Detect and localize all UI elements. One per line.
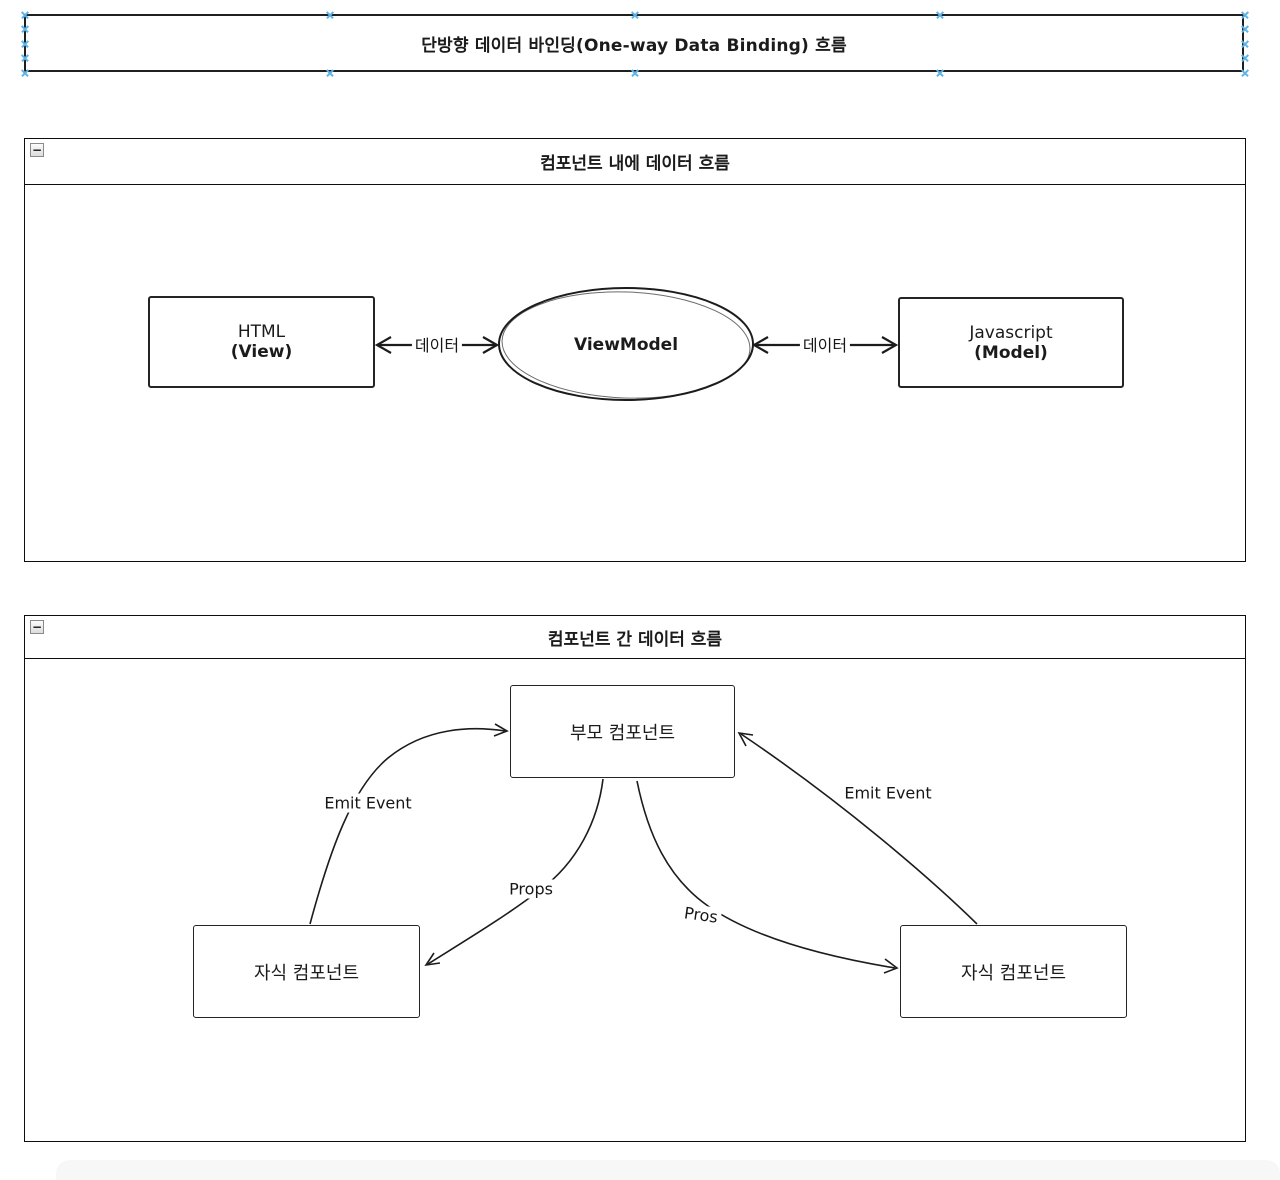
connection-point-icon[interactable] (935, 10, 944, 19)
connection-point-icon[interactable] (1240, 53, 1249, 62)
connection-point-icon[interactable] (325, 10, 334, 19)
diagram-title: 단방향 데이터 바인딩(One-way Data Binding) 흐름 (421, 35, 847, 56)
connection-point-icon[interactable] (630, 10, 639, 19)
node-parent-component[interactable]: 부모 컴포넌트 (510, 685, 735, 778)
edge-emit-right[interactable] (737, 731, 978, 925)
connection-point-icon[interactable] (1240, 68, 1249, 77)
node-child-right-label: 자식 컴포넌트 (960, 962, 1067, 984)
connection-point-icon[interactable] (20, 53, 29, 62)
connection-point-icon[interactable] (20, 24, 29, 33)
collapse-icon[interactable]: − (30, 620, 44, 634)
node-html-view-line1: HTML (237, 322, 286, 342)
edge-label-emit-left: Emit Event (321, 793, 415, 813)
node-js-model-line1: Javascript (969, 322, 1053, 343)
container-inner-flow-title: 컴포넌트 내에 데이터 흐름 (540, 154, 730, 174)
node-js-model[interactable]: Javascript (Model) (898, 297, 1124, 388)
edge-label-data-left: 데이터 (411, 332, 463, 356)
node-child-component-left[interactable]: 자식 컴포넌트 (193, 925, 420, 1018)
connection-point-icon[interactable] (20, 10, 29, 19)
node-html-view-line2: (View) (230, 342, 293, 362)
collapse-minus-glyph: − (31, 620, 43, 634)
connection-point-icon[interactable] (630, 68, 639, 77)
node-js-model-line2: (Model) (974, 342, 1048, 363)
edge-label-props-left: Props (506, 879, 556, 899)
node-child-left-label: 자식 컴포넌트 (253, 962, 360, 984)
collapse-icon[interactable]: − (30, 143, 44, 157)
viewmodel-ellipse[interactable] (498, 287, 754, 403)
container-between-flow-header[interactable]: − 컴포넌트 간 데이터 흐름 (25, 616, 1245, 659)
connection-point-icon[interactable] (1240, 39, 1249, 48)
edge-props-right[interactable] (636, 780, 899, 974)
edge-emit-left[interactable] (309, 723, 509, 925)
edge-label-emit-right: Emit Event (841, 783, 935, 803)
node-viewmodel-label: ViewModel (573, 335, 679, 355)
node-html-view[interactable]: HTML (View) (148, 296, 375, 388)
node-parent-label: 부모 컴포넌트 (569, 722, 676, 744)
connection-point-icon[interactable] (935, 68, 944, 77)
edge-label-data-right: 데이터 (799, 332, 851, 356)
edge-props-left[interactable] (424, 778, 604, 967)
connection-point-icon[interactable] (20, 68, 29, 77)
node-child-component-right[interactable]: 자식 컴포넌트 (900, 925, 1127, 1018)
connection-point-icon[interactable] (325, 68, 334, 77)
connection-point-icon[interactable] (1240, 10, 1249, 19)
connection-point-icon[interactable] (1240, 24, 1249, 33)
connection-point-icon[interactable] (20, 39, 29, 48)
container-inner-flow-header[interactable]: − 컴포넌트 내에 데이터 흐름 (25, 139, 1245, 185)
collapse-minus-glyph: − (31, 143, 43, 157)
container-between-flow-title: 컴포넌트 간 데이터 흐름 (547, 629, 723, 650)
